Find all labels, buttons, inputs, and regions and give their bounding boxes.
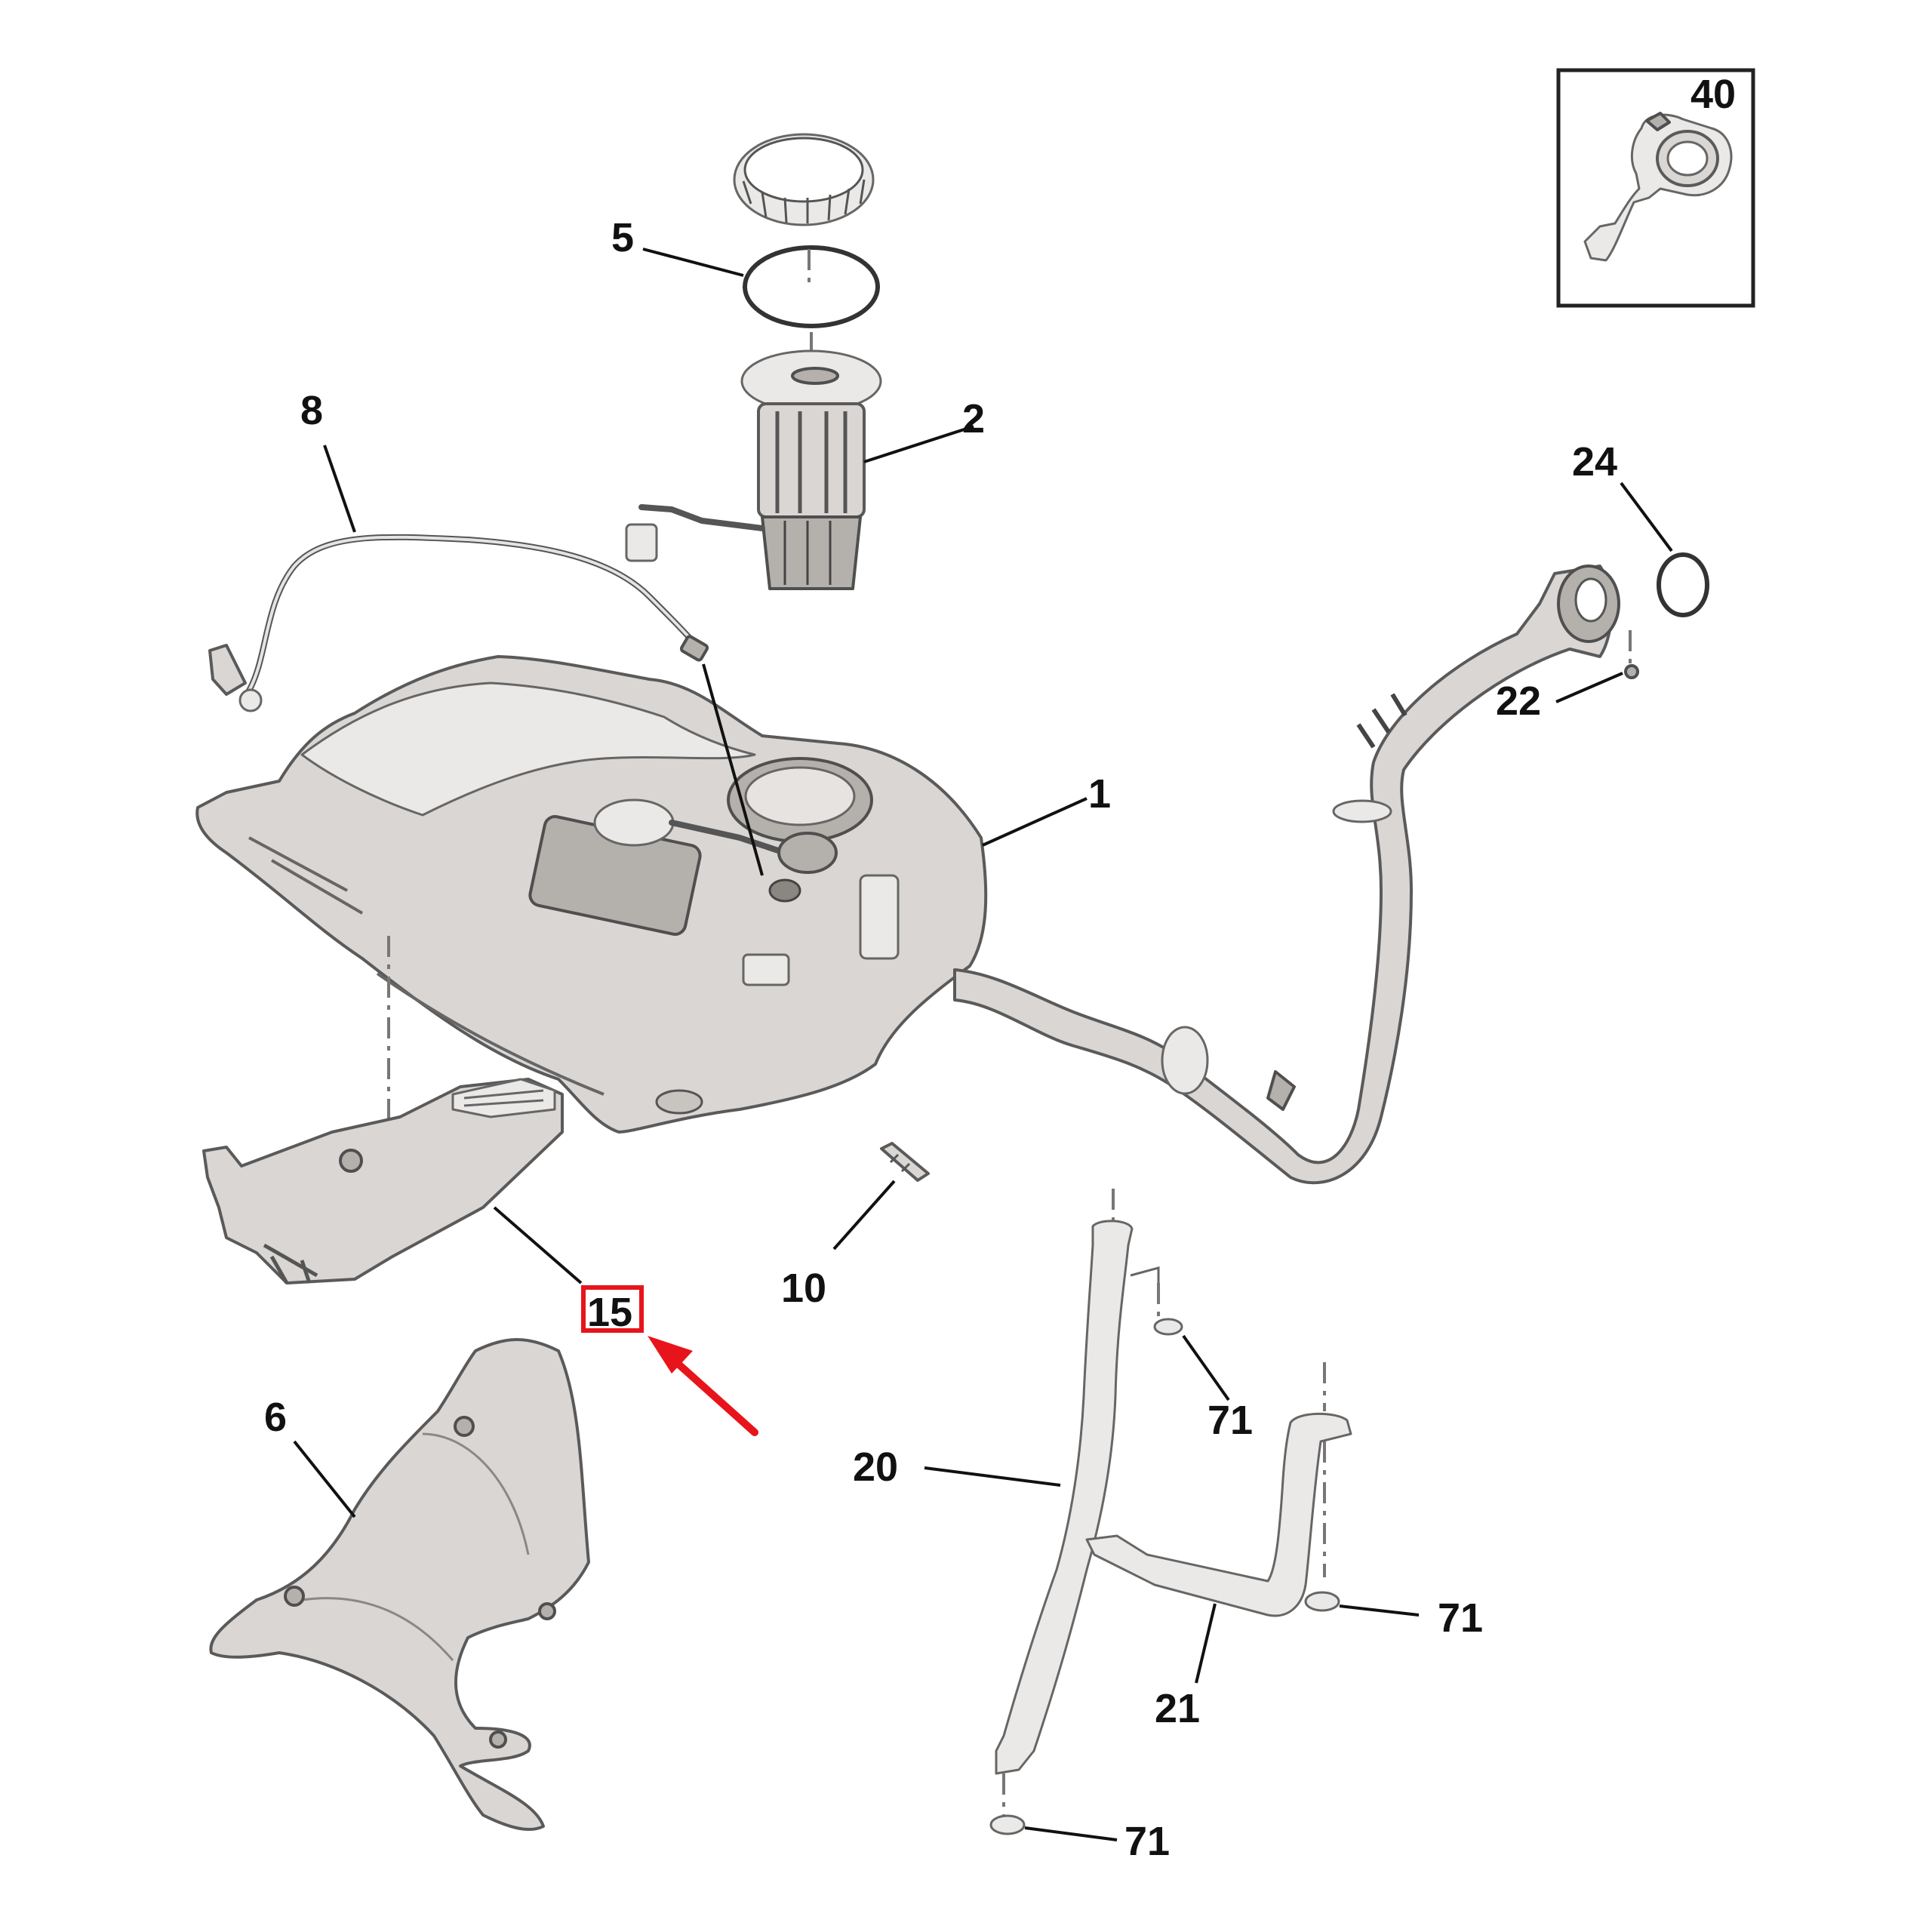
callout-24: 24 [1572,439,1617,485]
leader-71a [1182,1334,1230,1401]
part-10-stud [880,1142,930,1182]
leader-5 [642,248,744,277]
leader-71b [1339,1604,1420,1617]
leader-8 [323,445,356,533]
part-8-wiring-harness [208,534,709,712]
leader-22 [1555,672,1623,703]
callout-21: 21 [1155,1686,1200,1731]
leader-10 [832,1180,896,1251]
part-40-inset: 40 [1556,68,1755,308]
leader-20 [924,1466,1061,1487]
filler-pipe [953,565,1620,1185]
callout-8: 8 [300,388,323,433]
leader-15 [493,1206,583,1284]
callout-10: 10 [781,1266,826,1311]
callout-6: 6 [264,1395,287,1440]
part-24-seal [1657,552,1709,617]
callout-40: 40 [1690,72,1736,117]
part-5-seal-ring [743,245,880,328]
callout-71b: 71 [1438,1595,1483,1641]
leader-24 [1620,481,1673,552]
callout-71a: 71 [1208,1398,1253,1443]
callout-1: 1 [1088,771,1111,817]
part-15-canister [202,1078,564,1284]
part-locking-ring [733,133,875,226]
part-2-fuel-pump [625,332,882,590]
part-22-screw [1624,664,1639,679]
leader-71c [1024,1826,1118,1841]
leader-2 [863,425,974,463]
part-6-heat-shield [209,1338,590,1832]
callout-20: 20 [853,1444,898,1490]
leader-21 [1195,1603,1217,1684]
callout-15-highlight-box [581,1285,644,1333]
leader-1 [982,797,1088,847]
red-pointer-arrow [648,1336,758,1436]
part-21-tank-strap [1085,1362,1352,1617]
callout-22: 22 [1496,678,1541,724]
callout-71c: 71 [1124,1819,1170,1864]
callout-5: 5 [611,215,634,260]
leader-8-to-tank [702,663,764,876]
hose-clamp-drawing [1583,112,1733,262]
callout-15: 15 [587,1290,632,1335]
leader-6 [293,1440,356,1518]
part-20-tank-strap [989,1189,1183,1835]
part-1-fuel-tank [195,655,988,1134]
callout-2: 2 [962,396,985,441]
